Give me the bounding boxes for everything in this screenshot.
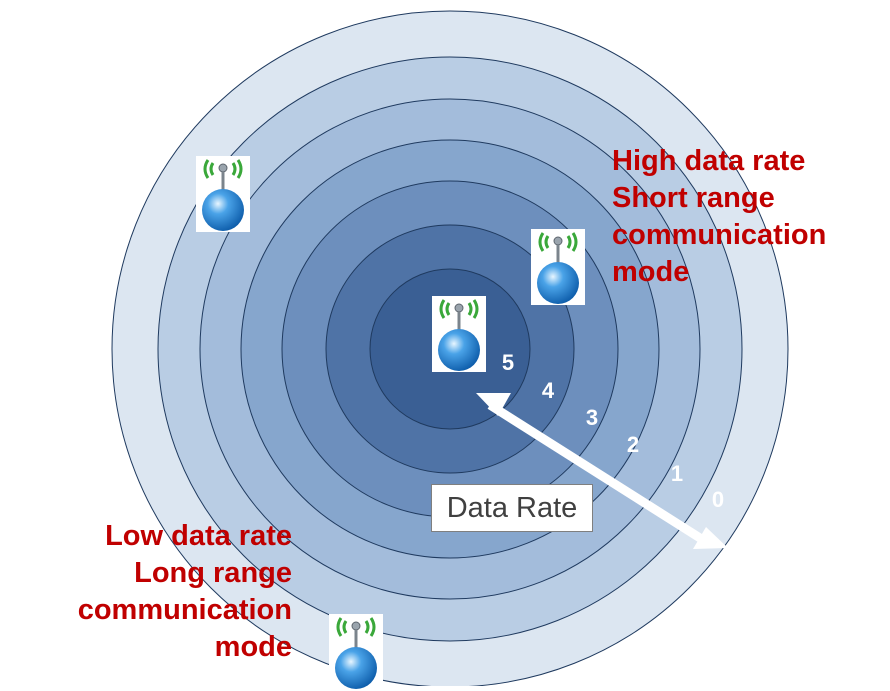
rate-level-4: 4 (542, 378, 555, 403)
high-rate-line-3: communication (612, 219, 827, 251)
rate-level-3: 3 (586, 405, 598, 430)
rate-level-1: 1 (671, 461, 683, 486)
low-rate-line-4: mode (214, 631, 292, 663)
rate-level-5: 5 (502, 350, 514, 375)
wireless-globe-icon (432, 296, 486, 372)
data-rate-label: Data Rate (431, 484, 593, 532)
low-rate-line-2: Long range (134, 557, 292, 589)
low-rate-line-1: Low data rate (105, 520, 292, 552)
high-rate-line-4: mode (612, 256, 690, 288)
high-rate-line-2: Short range (612, 182, 775, 214)
arrow-head-outer (693, 527, 728, 549)
low-rate-label: Low data rate Long range communication m… (78, 518, 292, 666)
rate-level-0: 0 (712, 487, 724, 512)
rate-level-2: 2 (627, 432, 639, 457)
low-rate-line-3: communication (77, 594, 292, 626)
arrow-head-inner (476, 393, 511, 416)
wireless-globe-icon (531, 229, 585, 305)
wireless-globe-icon (196, 156, 250, 232)
high-rate-line-1: High data rate (612, 145, 806, 177)
data-rate-arrow (476, 393, 728, 549)
arrow-shaft (487, 401, 703, 542)
wireless-globe-icon (329, 614, 383, 689)
high-rate-label: High data rate Short range communication… (612, 143, 826, 291)
